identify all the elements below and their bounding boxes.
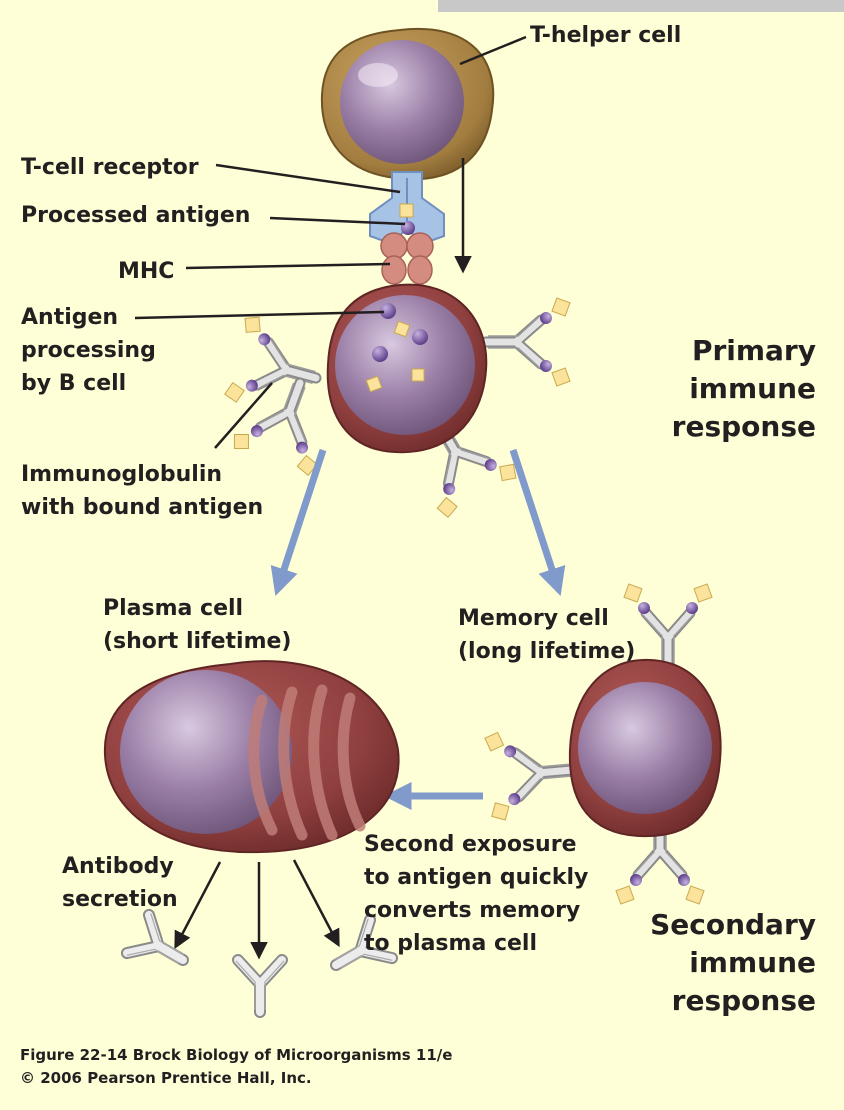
label-plasma-cell: Plasma cell (short lifetime) (103, 596, 292, 654)
label-memory-cell: Memory cell (long lifetime) (458, 606, 636, 664)
leader-lines (134, 35, 527, 449)
label-processed-antigen: Processed antigen (21, 203, 251, 228)
label-t-helper-cell: T-helper cell (530, 23, 682, 48)
label-second-exposure: Second exposure to antigen quickly conve… (364, 832, 589, 956)
label-mhc: MHC (118, 259, 175, 284)
label-secondary-response: Secondary immune response (650, 908, 816, 1017)
label-immunoglobulin: Immunoglobulin with bound antigen (21, 462, 264, 520)
plasma-cell (103, 660, 400, 854)
b-cell (326, 283, 488, 454)
t-helper-cell (320, 27, 495, 181)
memory-cell (568, 658, 722, 838)
copyright-caption: © 2006 Pearson Prentice Hall, Inc. (20, 1069, 312, 1087)
figure-caption: Figure 22-14 Brock Biology of Microorgan… (20, 1046, 453, 1064)
top-edge-bar (438, 0, 844, 12)
label-t-cell-receptor: T-cell receptor (21, 155, 199, 180)
flow-arrow-to-plasma (270, 448, 327, 596)
label-antigen-processing: Antigen processing by B cell (21, 305, 156, 396)
label-antibody-secretion: Antibody secretion (62, 854, 178, 912)
mhc-molecule (380, 232, 434, 285)
flow-arrow-to-memory (509, 448, 566, 596)
label-primary-response: Primary immune response (671, 334, 816, 443)
secretion-arrows (174, 859, 340, 960)
